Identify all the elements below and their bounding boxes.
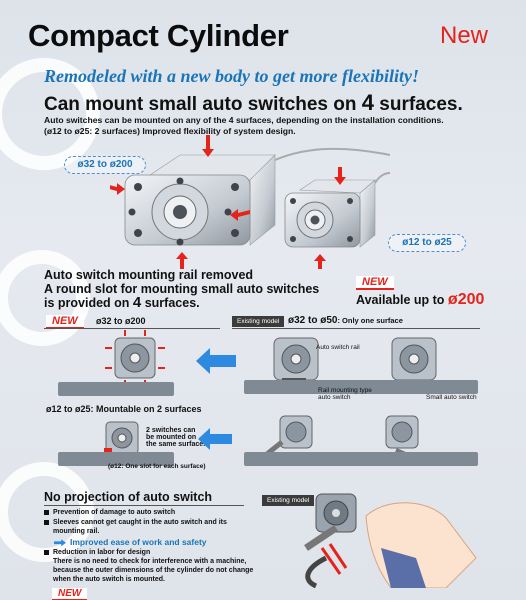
size-label-small: ø12 to ø25 <box>388 234 466 252</box>
rail-text-end: surfaces. <box>141 296 200 310</box>
rail-text: is provided on <box>44 296 133 310</box>
rail-number: 4 <box>132 294 142 311</box>
base-plate <box>58 452 174 466</box>
headline: Can mount small auto switches on 4 surfa… <box>44 90 463 116</box>
headline-number: 4 <box>361 90 375 115</box>
existing-cylinder-view <box>391 337 437 381</box>
available-size: ø200 <box>447 291 485 308</box>
label-line: Rail mounting type <box>318 387 372 394</box>
bullet-item: Sleeves cannot get caught in the auto sw… <box>44 518 227 527</box>
rail-line: A round slot for mounting small auto swi… <box>44 282 320 296</box>
improved-label: Improved ease of work and safety <box>70 537 207 547</box>
headline-text-end: surfaces. <box>374 94 463 115</box>
note-line: the same surface. <box>146 441 206 448</box>
cylinder-with-switch-view <box>260 415 313 460</box>
projection-title: No projection of auto switch <box>44 490 213 504</box>
rail-line: is provided on 4 surfaces. <box>44 294 354 311</box>
rail-line: Auto switch mounting rail removed <box>44 268 254 282</box>
headline-text: Can mount small auto switches on <box>44 94 362 115</box>
cylinder-front-view <box>105 330 165 386</box>
new-tag: New <box>440 22 489 49</box>
base-plate <box>244 452 478 466</box>
subtitle: Remodeled with a new body to get more fl… <box>44 66 419 86</box>
bullet-item: Prevention of damage to auto switch <box>44 508 175 517</box>
bullet-item: Reduction in labor for design <box>44 548 150 557</box>
base-plate <box>244 380 478 394</box>
note-line: be mounted on <box>146 434 197 441</box>
auto-switch-rail-label: Auto switch rail <box>316 344 360 351</box>
size-value: ø32 to ø50 <box>288 315 338 326</box>
arrow-left-icon <box>198 428 232 450</box>
description-line: Auto switches can be mounted on any of t… <box>44 115 444 125</box>
rail-heading: Auto switch mounting rail removed A roun… <box>44 268 354 310</box>
page-title: Compact Cylinder <box>28 18 289 53</box>
improved-text: Improved ease of work and safety <box>54 537 207 547</box>
small-auto-switch-label: Small auto switch <box>426 394 477 401</box>
bullet-sub: because the outer dimensions of the cyli… <box>53 567 254 574</box>
small-size-title: ø12 to ø25: Mountable on 2 surfaces <box>46 404 202 414</box>
existing-model-badge: Existing model <box>232 316 285 327</box>
existing-model-badge: Existing model <box>262 495 315 506</box>
description-line: (ø12 to ø25: 2 surfaces) Improved flexib… <box>44 126 296 136</box>
bullet-sub: when the auto switch is mounted. <box>53 576 166 583</box>
note-line: 2 switches can <box>146 427 196 434</box>
available-prefix: Available up to <box>356 293 448 307</box>
size-label-large: ø32 to ø200 <box>64 156 146 174</box>
new-badge: NEW <box>52 588 88 600</box>
left-size-label: ø32 to ø200 <box>96 316 146 326</box>
divider <box>44 505 244 506</box>
rail-mounting-label: Rail mounting type auto switch <box>318 387 372 401</box>
available-text: Available up to ø200 <box>356 291 484 309</box>
size-suffix: : Only one surface <box>337 316 403 325</box>
description: Auto switches can be mounted on any of t… <box>44 115 514 137</box>
bullet-sub: mounting rail. <box>53 528 100 535</box>
arrow-left-icon <box>196 348 236 374</box>
right-size-label: ø32 to ø50: Only one surface <box>288 315 403 326</box>
divider <box>44 328 220 329</box>
divider <box>232 328 480 329</box>
new-badge: NEW <box>356 276 394 290</box>
slot-note: (ø12: One slot for each surface) <box>108 463 206 470</box>
switches-note: 2 switches can be mounted on the same su… <box>146 427 205 448</box>
existing-cylinder-view <box>273 337 319 384</box>
label-line: auto switch <box>318 394 351 401</box>
cylinder-illustration <box>110 135 390 269</box>
base-plate <box>58 382 174 396</box>
arrow-right-icon <box>54 539 66 547</box>
bullet-sub: There is no need to check for interferen… <box>53 558 247 565</box>
hand-snag-illustration <box>304 493 477 588</box>
new-badge: NEW <box>46 315 84 329</box>
